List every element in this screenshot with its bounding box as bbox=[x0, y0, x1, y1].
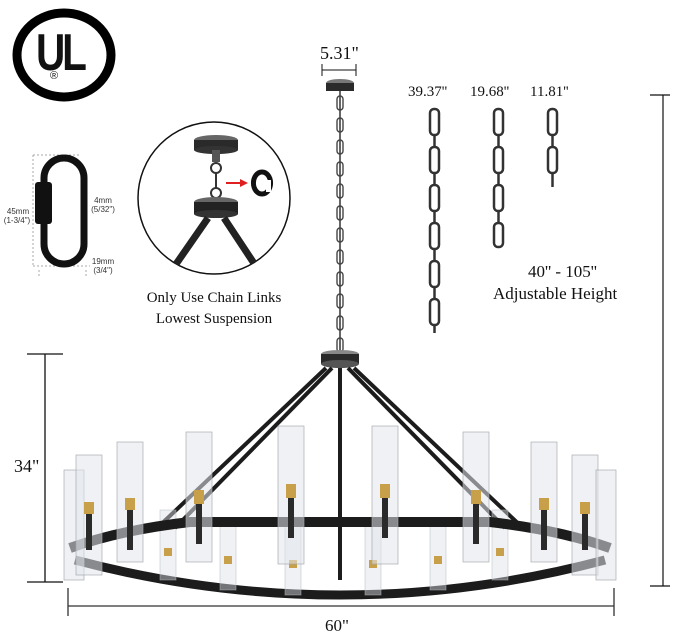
link-width-metric: 19mm bbox=[91, 257, 115, 266]
link-thickness-imperial: (5/32") bbox=[91, 205, 115, 214]
quick-link-diagram: 45mm (1-3/4") 4mm (5/32") 19mm (3/4") bbox=[0, 140, 130, 280]
chain-samples bbox=[428, 107, 559, 333]
canopy-detail-illustration bbox=[137, 121, 291, 275]
ul-letters: UL bbox=[36, 24, 87, 82]
adjustable-height-caption: Adjustable Height bbox=[493, 284, 618, 303]
arrow-icon bbox=[226, 179, 248, 187]
ul-ring-icon bbox=[12, 8, 116, 102]
lowest-suspension-callout: Only Use Chain Links Lowest Suspension bbox=[130, 120, 310, 330]
fixture-diameter-label: 60" bbox=[325, 616, 349, 635]
callout-line-2: Lowest Suspension bbox=[155, 311, 273, 327]
adjustable-height-range: 40'' - 105'' bbox=[528, 262, 597, 281]
fixture-height-dimension-line bbox=[27, 353, 63, 583]
chain-2-length-label: 19.68'' bbox=[470, 84, 510, 100]
ul-certification-logo: UL ® bbox=[12, 8, 116, 102]
quick-link-icon bbox=[32, 154, 90, 277]
link-height-imperial: (1-3/4") bbox=[3, 216, 31, 225]
fixture-height-label: 34" bbox=[13, 456, 41, 477]
overall-height-dimension-line bbox=[650, 94, 670, 587]
link-width-imperial: (3/4") bbox=[93, 266, 113, 275]
wagon-wheel-chandelier-illustration bbox=[63, 79, 617, 600]
chain-1-length-label: 39.37'' bbox=[408, 84, 448, 100]
canopy-width-label: 5.31" bbox=[320, 43, 359, 63]
link-height-metric: 45mm bbox=[6, 207, 30, 216]
canopy-width-dimension-line bbox=[321, 64, 357, 76]
chain-3-length-label: 11.81'' bbox=[530, 84, 569, 100]
link-thickness-metric: 4mm bbox=[94, 196, 112, 205]
fixture-diameter-dimension-line bbox=[67, 588, 615, 616]
callout-line-1: Only Use Chain Links bbox=[146, 290, 282, 306]
registered-mark: ® bbox=[50, 70, 59, 82]
